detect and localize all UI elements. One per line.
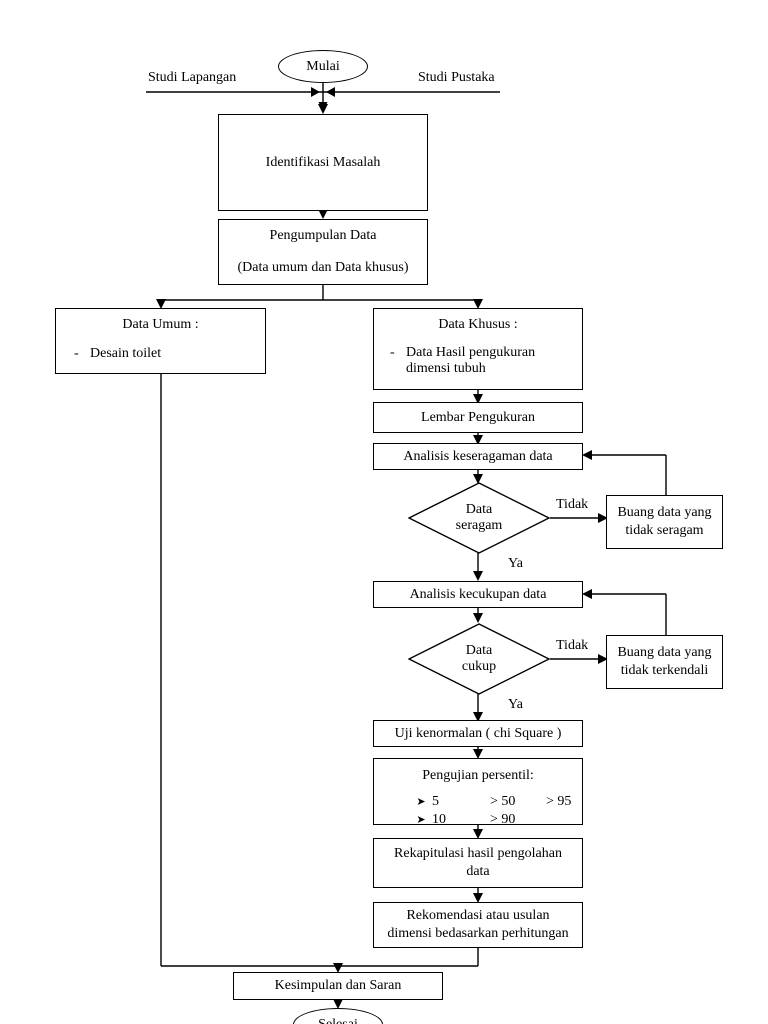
node-pengumpulan-data[interactable]: Pengumpulan Data (Data umum dan Data khu… (218, 219, 428, 285)
edge-label-tidak-2: Tidak (556, 638, 588, 654)
persentil-r0-c1: 5 (432, 794, 439, 809)
persentil-r1-c1: 10 (432, 811, 446, 827)
node-data-umum[interactable]: Data Umum : - Desain toilet (55, 308, 266, 374)
node-decision-data-seragam[interactable]: Data seragam (408, 482, 550, 554)
arrow-bullet-icon: ➤ (416, 796, 426, 808)
arrow-into-buang1 (598, 513, 608, 523)
arrow-into-keseragaman (473, 435, 483, 445)
node-decision-2-line2: cukup (461, 659, 497, 674)
node-rekapitulasi-line2: data (466, 864, 490, 879)
node-start-label: Mulai (306, 58, 340, 74)
arrow-left-converge (311, 87, 320, 97)
edge-label-ya-2: Ya (508, 697, 523, 713)
label-studi-pustaka: Studi Pustaka (418, 70, 495, 86)
node-buang2-line2: tidak terkendali (620, 663, 709, 678)
node-buang1-line1: Buang data yang (617, 504, 712, 520)
label-studi-pustaka-text: Studi Pustaka (418, 70, 495, 85)
node-identifikasi-masalah[interactable]: Identifikasi Masalah (218, 114, 428, 211)
edge-label-tidak-2-text: Tidak (556, 638, 589, 653)
arrow-into-identifikasi (318, 104, 328, 114)
arrow-into-uji (473, 712, 483, 722)
persentil-r1-c2: > 90 (490, 811, 516, 827)
arrow-into-pengumpulan (318, 209, 328, 219)
arrow-feedback-kecukupan (582, 589, 592, 599)
arrow-into-diamond2 (473, 613, 483, 623)
node-pengujian-persentil[interactable]: Pengujian persentil: ➤ 5 > 50 > 95 ➤ 10 … (373, 758, 583, 828)
diamond-shape-2 (408, 623, 550, 695)
node-data-khusus-item-1: - Data Hasil pengukuran dimensi tubuh (374, 345, 582, 377)
node-analisis-kecukupan[interactable]: Analisis kecukupan data (373, 581, 583, 608)
persentil-row: ➤ 10 > 90 (410, 811, 582, 829)
node-rekomendasi[interactable]: Rekomendasi atau usulan dimensi bedasark… (373, 902, 583, 948)
node-data-khusus[interactable]: Data Khusus : - Data Hasil pengukuran di… (373, 308, 583, 390)
node-buang2-line1: Buang data yang (617, 644, 712, 660)
persentil-r0-c3: > 95 (546, 794, 572, 809)
node-buang1-line2: tidak seragam (625, 523, 704, 538)
node-pengumpulan-line2: (Data umum dan Data khusus) (237, 260, 409, 275)
edge-label-tidak-1-text: Tidak (556, 497, 589, 512)
node-kesimpulan-saran[interactable]: Kesimpulan dan Saran (233, 972, 443, 1000)
arrow-into-end (333, 999, 343, 1009)
node-data-umum-item-1-text: Desain toilet (90, 346, 162, 361)
dash-marker: - (74, 346, 79, 361)
edge-label-ya-1-text: Ya (508, 556, 523, 571)
node-decision-2-line1: Data (465, 643, 493, 658)
node-buang-tidak-terkendali[interactable]: Buang data yang tidak terkendali (606, 635, 723, 689)
node-rekapitulasi[interactable]: Rekapitulasi hasil pengolahan data (373, 838, 583, 888)
node-uji-kenormalan[interactable]: Uji kenormalan ( chi Square ) (373, 720, 583, 747)
arrow-into-buang2 (598, 654, 608, 664)
node-persentil-heading: Pengujian persentil: (422, 768, 534, 783)
node-uji-kenormalan-label: Uji kenormalan ( chi Square ) (394, 725, 562, 741)
node-lembar-pengukuran[interactable]: Lembar Pengukuran (373, 402, 583, 433)
diamond-shape-1 (408, 482, 550, 554)
arrow-into-rekapitulasi (473, 829, 483, 839)
node-data-khusus-heading: Data Khusus : (438, 317, 518, 332)
node-analisis-kecukupan-label: Analisis kecukupan data (409, 586, 547, 602)
arrow-into-persentil (473, 749, 483, 759)
arrow-into-diamond1 (473, 474, 483, 484)
node-data-khusus-item-1-line2: dimensi tubuh (406, 361, 486, 376)
node-buang-tidak-seragam[interactable]: Buang data yang tidak seragam (606, 495, 723, 549)
node-kesimpulan-label: Kesimpulan dan Saran (274, 978, 402, 993)
node-pengumpulan-line1: Pengumpulan Data (269, 227, 377, 243)
arrow-into-lembar (473, 394, 483, 404)
node-rekomendasi-line1: Rekomendasi atau usulan (406, 907, 550, 923)
node-end-label: Selesai (318, 1016, 358, 1024)
arrow-bullet-icon: ➤ (416, 813, 426, 826)
node-analisis-keseragaman-label: Analisis keseragaman data (403, 448, 553, 464)
node-start[interactable]: Mulai (278, 50, 368, 83)
node-rekapitulasi-line1: Rekapitulasi hasil pengolahan (394, 845, 562, 861)
node-decision-data-cukup[interactable]: Data cukup (408, 623, 550, 695)
persentil-r0-c2: > 50 (490, 794, 516, 809)
persentil-list: ➤ 5 > 50 > 95 ➤ 10 > 90 (374, 793, 582, 828)
dash-marker: - (390, 345, 395, 360)
node-analisis-keseragaman[interactable]: Analisis keseragaman data (373, 443, 583, 470)
label-studi-lapangan-text: Studi Lapangan (148, 70, 237, 85)
arrow-feedback-keseragaman (582, 450, 592, 460)
node-data-khusus-item-1-line1: Data Hasil pengukuran (406, 345, 536, 360)
node-decision-1-line2: seragam (455, 518, 503, 533)
node-decision-1-line1: Data (465, 502, 493, 517)
arrow-right-converge (326, 87, 335, 97)
edge-label-tidak-1: Tidak (556, 497, 588, 513)
arrow-into-kecukupan (473, 571, 483, 581)
node-rekomendasi-line2: dimensi bedasarkan perhitungan (387, 926, 569, 941)
node-data-umum-heading: Data Umum : (122, 317, 199, 332)
node-lembar-label: Lembar Pengukuran (421, 409, 535, 425)
edge-label-ya-2-text: Ya (508, 697, 523, 712)
edge-label-ya-1: Ya (508, 556, 523, 572)
node-identifikasi-label: Identifikasi Masalah (265, 154, 381, 170)
arrow-into-data-umum (156, 299, 166, 309)
node-data-umum-item-1: - Desain toilet (56, 346, 265, 362)
arrow-into-data-khusus (473, 299, 483, 309)
label-studi-lapangan: Studi Lapangan (148, 70, 236, 86)
arrow-into-rekomendasi (473, 893, 483, 903)
persentil-row: ➤ 5 > 50 > 95 (410, 793, 582, 811)
